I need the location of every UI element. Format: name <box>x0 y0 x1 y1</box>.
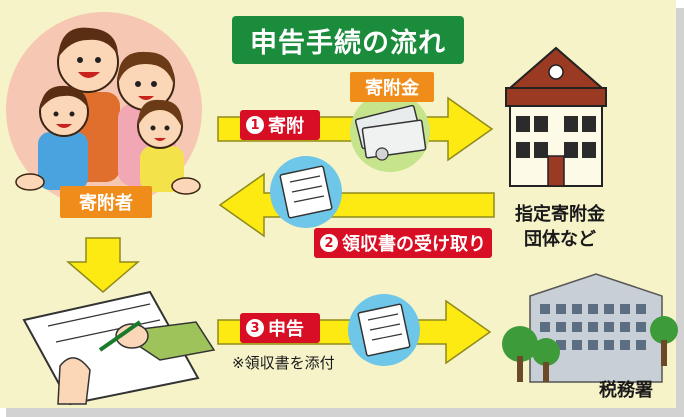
attach-receipt-note: ※領収書を添付 <box>232 354 335 372</box>
organization-label: 指定寄附金 団体など <box>510 202 610 252</box>
money-illustration <box>350 92 430 172</box>
step-1-number: 1 <box>246 116 264 134</box>
step-3-badge: 3 申告 <box>240 313 320 343</box>
arrow-receipt <box>218 172 495 238</box>
step-2-label: 領収書の受け取り <box>342 234 486 255</box>
organization-label-line2: 団体など <box>524 229 596 250</box>
donation-money-tag: 寄附金 <box>350 72 434 102</box>
attached-receipt-illustration <box>348 294 420 366</box>
step-3-number: 3 <box>246 319 264 337</box>
receipt-illustration <box>270 156 342 228</box>
organization-label-line1: 指定寄附金 <box>515 204 605 225</box>
tax-office-label: 税務署 <box>599 380 653 401</box>
step-3-label: 申告 <box>268 319 304 340</box>
family-illustration <box>15 27 201 195</box>
step-1-badge: 1 寄附 <box>240 110 320 140</box>
writing-hand-illustration <box>22 290 216 406</box>
organization-building-illustration <box>505 46 607 187</box>
donor-tag: 寄附者 <box>60 186 152 218</box>
page-title: 申告手続の流れ <box>232 16 464 64</box>
step-1-label: 寄附 <box>268 116 304 137</box>
step-2-badge: 2 領収書の受け取り <box>314 228 492 258</box>
step-2-number: 2 <box>320 234 338 252</box>
tax-office-illustration <box>502 273 678 383</box>
arrow-down <box>65 237 141 293</box>
